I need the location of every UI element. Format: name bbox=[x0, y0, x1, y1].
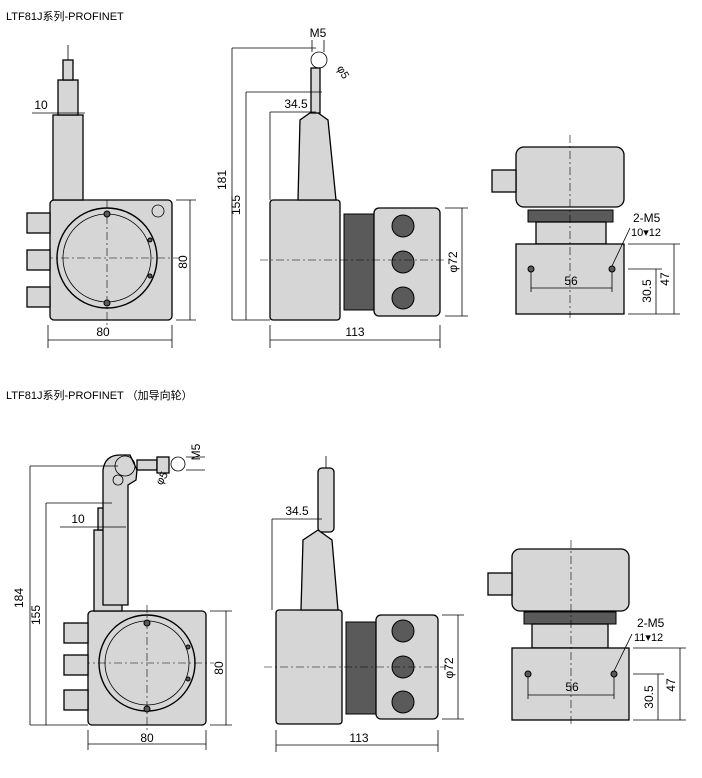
side-total-label: 181 bbox=[215, 170, 229, 190]
side-body-label: 155 bbox=[229, 195, 243, 215]
side-hole-label: φ5 bbox=[334, 64, 351, 81]
side2-dia-label: φ72 bbox=[442, 657, 456, 678]
section-2-title: LTF81J系列-PROFINET （加导向轮） bbox=[6, 390, 193, 402]
top-spacing-label: 56 bbox=[564, 274, 578, 288]
side-offset-label: 34.5 bbox=[284, 97, 308, 111]
top-view-2 bbox=[487, 540, 686, 724]
front-width-label: 80 bbox=[96, 325, 110, 339]
side2-length-label: 113 bbox=[349, 731, 368, 745]
top2-h1-label: 30.5 bbox=[642, 685, 656, 709]
front2-height-label: 80 bbox=[212, 661, 226, 675]
top-holes-label: 2-M5 bbox=[633, 211, 661, 225]
side-dia-label: φ72 bbox=[446, 251, 460, 272]
front2-width-label: 80 bbox=[140, 731, 154, 745]
top-h1-label: 30.5 bbox=[640, 279, 654, 303]
section-1-title: LTF81J系列-PROFINET bbox=[6, 11, 124, 23]
side-thread-label: M5 bbox=[310, 26, 327, 40]
front2-cable-label: 10 bbox=[71, 512, 85, 526]
top2-depth-label: 11▾12 bbox=[634, 632, 663, 644]
side-length-label: 113 bbox=[345, 325, 364, 339]
front-view-1 bbox=[26, 45, 196, 348]
top2-holes-label: 2-M5 bbox=[637, 616, 665, 630]
front2-body-label: 155 bbox=[29, 605, 43, 625]
front-cable-label: 10 bbox=[34, 98, 48, 112]
side-view-2 bbox=[264, 456, 464, 752]
front-view-2 bbox=[29, 454, 232, 750]
front2-total-label: 184 bbox=[12, 588, 26, 608]
front2-hole-label: φ5 bbox=[154, 470, 171, 487]
top2-h2-label: 47 bbox=[664, 678, 678, 692]
side-view-1 bbox=[231, 40, 468, 348]
front2-thread-label: M5 bbox=[189, 443, 203, 460]
front-height-label: 80 bbox=[176, 255, 190, 269]
top-view-1 bbox=[491, 135, 680, 318]
side2-offset-label: 34.5 bbox=[285, 504, 309, 518]
top-h2-label: 47 bbox=[658, 272, 672, 286]
top2-spacing-label: 56 bbox=[565, 680, 579, 694]
top-depth-label: 10▾12 bbox=[631, 227, 661, 239]
